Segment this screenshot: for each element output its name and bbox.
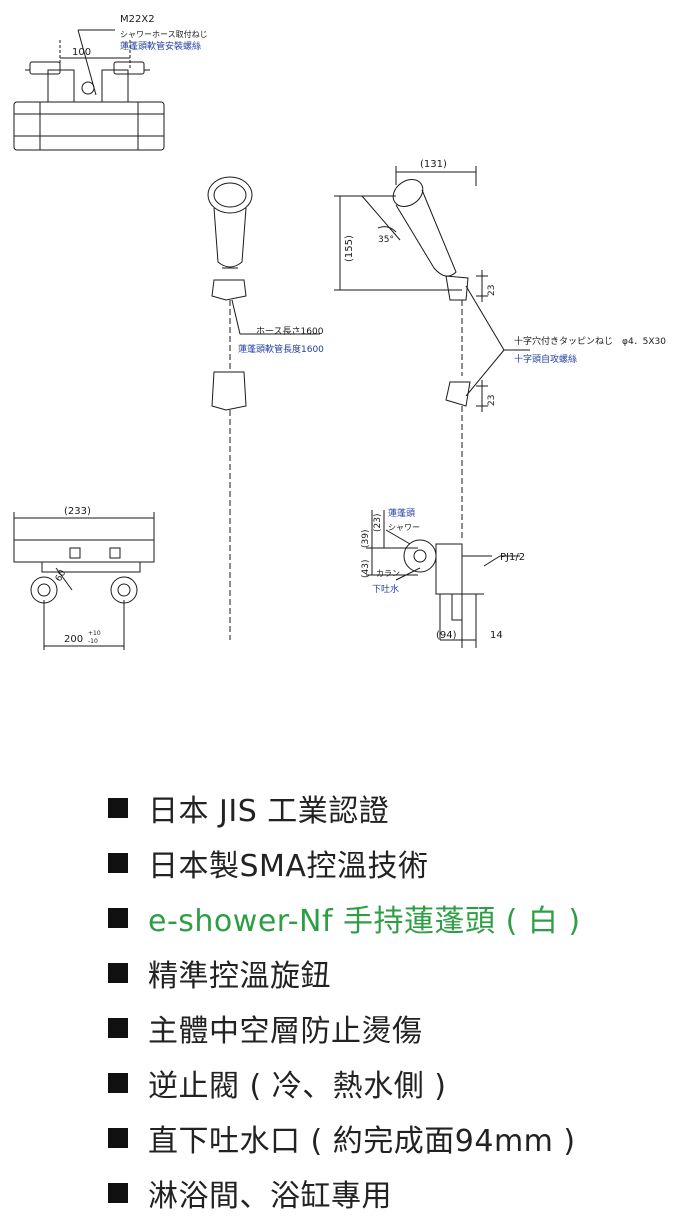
feature-text: 逆止閥 ( 冷、熱水側 ) (148, 1068, 447, 1104)
top-width-dim: 100 (72, 47, 91, 58)
angle-label: 35° (378, 235, 394, 245)
shower-outlet-label-zh: 蓮蓬頭 (388, 507, 415, 519)
hose-thread-label-ja: シャワーホース取付ねじ (120, 29, 208, 39)
square-bullet-icon (108, 1127, 128, 1148)
spacing-bottom-dim: 23 (487, 395, 497, 406)
feature-item: 日本 JIS 工業認證 (108, 780, 581, 835)
feature-item: 直下吐水口 ( 約完成面94mm ) (108, 1110, 581, 1165)
technical-drawing: M22X2 シャワーホース取付ねじ 蓮蓬頭軟管安裝螺絲 100 ホース長さ160… (13, 14, 666, 650)
square-bullet-icon (108, 1182, 128, 1203)
side-view (334, 166, 530, 540)
hose-thread-label-zh: 蓮蓬頭軟管安裝螺絲 (120, 40, 201, 52)
feature-text: 日本製SMA控溫技術 (148, 848, 429, 884)
side-width-dim: (131) (420, 159, 447, 170)
front-angle-dim: 60 (54, 568, 69, 583)
top-view (13, 29, 165, 151)
feature-list: 日本 JIS 工業認證 日本製SMA控溫技術 e-shower-Nf 手持蓮蓬頭… (108, 780, 581, 1220)
feature-text: 直下吐水口 ( 約完成面94mm ) (148, 1123, 576, 1159)
spout-label-zh: 下吐水 (372, 583, 399, 595)
feature-text: 主體中空層防止燙傷 (148, 1013, 423, 1049)
center-distance-dim: 200 (64, 634, 83, 645)
square-bullet-icon (108, 797, 128, 818)
outlet-dim-39: (39) (361, 530, 371, 548)
feature-item: 主體中空層防止燙傷 (108, 1000, 581, 1055)
outlet-view (366, 510, 520, 648)
shower-head-view (207, 176, 320, 640)
pipe-label: PJ1/2 (500, 552, 525, 563)
feature-item: 日本製SMA控溫技術 (108, 835, 581, 890)
outlet-depth-dim: (94) (436, 630, 457, 641)
hose-length-label-zh: 蓮蓬頭軟管長度1600 (238, 343, 324, 355)
square-bullet-icon (108, 907, 128, 928)
front-view (13, 512, 155, 650)
screw-label-ja: 十字穴付きタッピンねじ φ4．5X30 (514, 335, 666, 347)
feature-text: e-shower-Nf 手持蓮蓬頭 ( 白 ) (148, 903, 581, 939)
center-tolerance-plus: +10 (88, 630, 101, 637)
feature-text: 淋浴間、浴缸專用 (148, 1178, 392, 1214)
shower-outlet-label-ja: シャワー (388, 523, 420, 532)
feature-item: 淋浴間、浴缸專用 (108, 1165, 581, 1220)
feature-text: 精準控溫旋鈕 (148, 958, 331, 994)
spout-label-ja: カラン (376, 569, 400, 578)
side-height-dim: (155) (344, 235, 355, 262)
square-bullet-icon (108, 1017, 128, 1038)
spacing-top-dim: 23 (487, 285, 497, 296)
square-bullet-icon (108, 1072, 128, 1093)
center-tolerance-minus: -10 (88, 638, 98, 645)
outlet-dim-43: (43) (361, 560, 371, 578)
screw-label-zh: 十字頭自攻螺絲 (514, 353, 577, 365)
feature-item: 精準控溫旋鈕 (108, 945, 581, 1000)
hose-length-label-ja: ホース長さ1600 (256, 326, 324, 337)
feature-item: 逆止閥 ( 冷、熱水側 ) (108, 1055, 581, 1110)
front-width-dim: (233) (64, 506, 91, 517)
thread-label: M22X2 (120, 14, 155, 25)
square-bullet-icon (108, 962, 128, 983)
feature-text: 日本 JIS 工業認證 (148, 793, 390, 829)
outlet-offset-dim: 14 (490, 630, 503, 641)
outlet-dim-23: (23) (373, 514, 383, 532)
feature-item-highlight: e-shower-Nf 手持蓮蓬頭 ( 白 ) (108, 890, 581, 945)
square-bullet-icon (108, 852, 128, 873)
